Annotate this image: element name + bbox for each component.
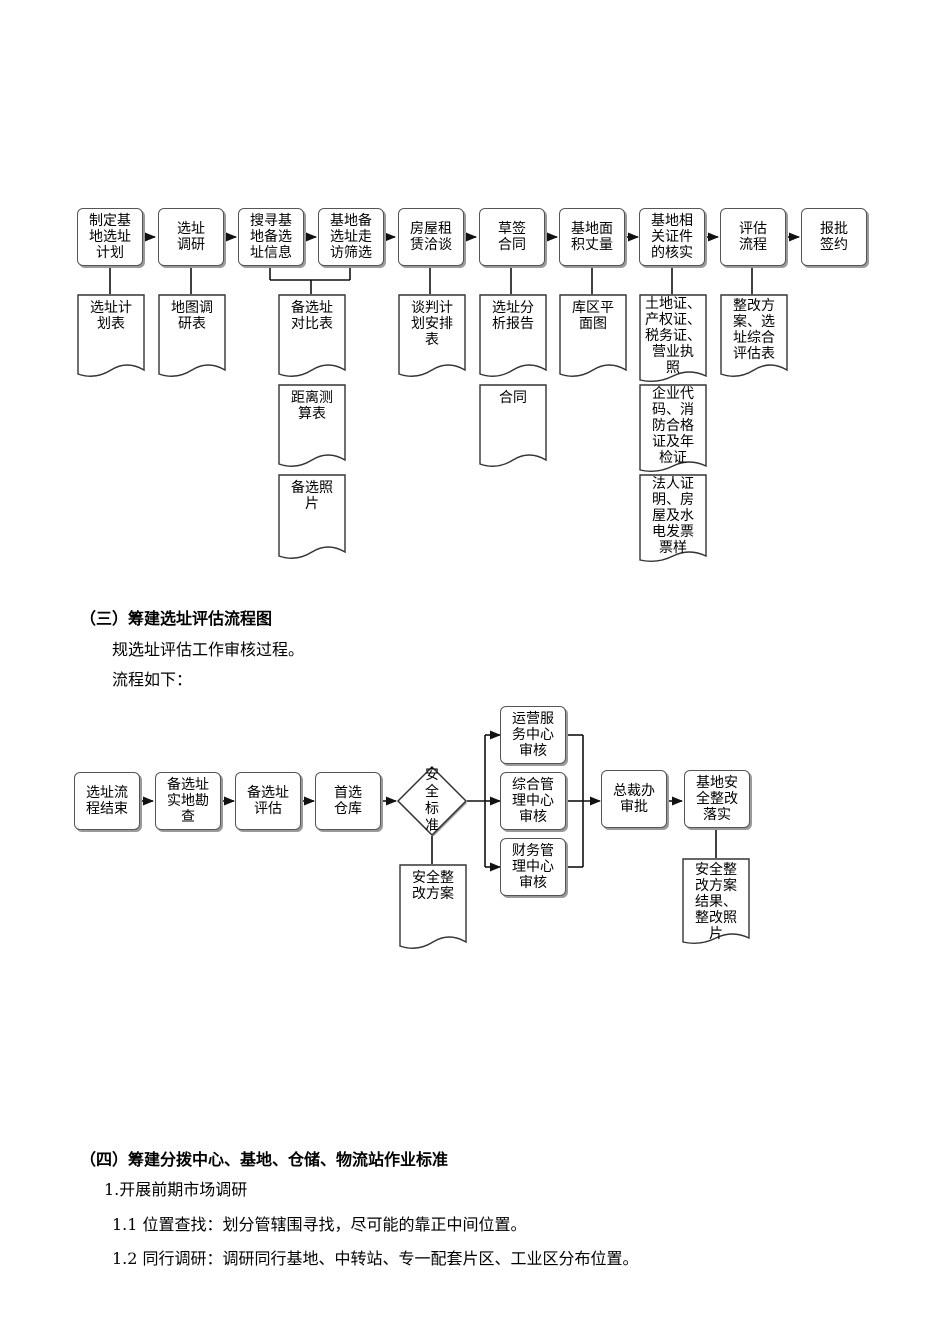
- process-step: 选址流 程结束: [74, 772, 140, 830]
- document-label: 选址计 划表: [90, 300, 132, 332]
- document-label: 安全整 改方案: [412, 870, 454, 902]
- process-step: 备选址 实地勘 查: [155, 772, 221, 830]
- section-heading: （三）筹建选址评估流程图: [80, 609, 273, 628]
- paragraph: 规选址评估工作审核过程。: [112, 640, 305, 659]
- review-step: 运营服 务中心 审核: [500, 706, 566, 764]
- process-step: 制定基 地选址 计划: [77, 208, 143, 266]
- document-label: 地图调 研表: [171, 300, 213, 332]
- document-label: 谈判计 划安排 表: [411, 300, 453, 348]
- list-item: 1.1 位置查找：划分管辖围寻找，尽可能的靠正中间位置。: [112, 1215, 527, 1234]
- process-step: 基地安 全整改 落实: [684, 770, 750, 828]
- document-label: 选址分 析报告: [492, 300, 534, 332]
- document-label: 土地证、 产权证、 税务证、 营业执 照: [645, 296, 701, 376]
- document-label: 库区平 面图: [572, 300, 614, 332]
- process-step: 总裁办 审批: [601, 770, 667, 828]
- document-shape: 土地证、 产权证、 税务证、 营业执 照: [639, 294, 707, 384]
- list-item: 1.2 同行调研：调研同行基地、中转站、专一配套片区、工业区分布位置。: [112, 1249, 639, 1268]
- document-shape: 距离测 算表: [278, 384, 346, 472]
- process-step: 备选址 评估: [235, 772, 301, 830]
- decision-label: 安 全 标 准: [425, 767, 439, 834]
- document-label: 备选址 对比表: [291, 300, 333, 332]
- review-step: 综合管 理中心 审核: [500, 772, 566, 830]
- document-label: 整改方 案、选 址综合 评估表: [733, 298, 775, 362]
- decision-diamond: 安 全 标 准: [396, 766, 468, 836]
- document-shape: 整改方 案、选 址综合 评估表: [720, 294, 788, 382]
- document-shape: 合同: [479, 384, 547, 472]
- process-step: 首选 仓库: [315, 772, 381, 830]
- document-shape: 法人证 明、房 屋及水 电发票 票样: [639, 474, 707, 564]
- document-label: 合同: [499, 390, 527, 406]
- document-shape: 企业代 码、消 防合格 证及年 检证: [639, 384, 707, 474]
- document-shape: 谈判计 划安排 表: [398, 294, 466, 382]
- document-label: 安全整 改方案 结果、 整改照 片: [695, 862, 737, 942]
- document-label: 法人证 明、房 屋及水 电发票 票样: [652, 476, 694, 556]
- document-shape: 选址分 析报告: [479, 294, 547, 382]
- document-shape: 选址计 划表: [77, 294, 145, 382]
- process-step: 报批 签约: [801, 208, 867, 266]
- review-step: 财务管 理中心 审核: [500, 838, 566, 896]
- document-shape: 安全整 改方案: [399, 864, 467, 952]
- process-step: 基地面 积丈量: [559, 208, 625, 266]
- document-label: 备选照 片: [291, 480, 333, 512]
- list-item: 1.开展前期市场调研: [104, 1180, 248, 1199]
- paragraph: 流程如下：: [112, 670, 193, 689]
- document-shape: 库区平 面图: [559, 294, 627, 382]
- document-shape: 地图调 研表: [158, 294, 226, 382]
- process-step: 评估 流程: [720, 208, 786, 266]
- section-heading: （四）筹建分拨中心、基地、仓储、物流站作业标准: [80, 1150, 449, 1169]
- document-shape: 备选照 片: [278, 474, 346, 564]
- process-step: 草签 合同: [479, 208, 545, 266]
- process-step: 基地相 关证件 的核实: [639, 208, 705, 266]
- process-step: 选址 调研: [158, 208, 224, 266]
- process-step: 房屋租 赁洽谈: [398, 208, 464, 266]
- document-shape: 安全整 改方案 结果、 整改照 片: [682, 858, 750, 948]
- process-step: 搜寻基 地备选 址信息: [238, 208, 304, 266]
- document-label: 企业代 码、消 防合格 证及年 检证: [652, 386, 694, 466]
- process-step: 基地备 选址走 访筛选: [318, 208, 384, 266]
- document-shape: 备选址 对比表: [278, 294, 346, 382]
- document-label: 距离测 算表: [291, 390, 333, 422]
